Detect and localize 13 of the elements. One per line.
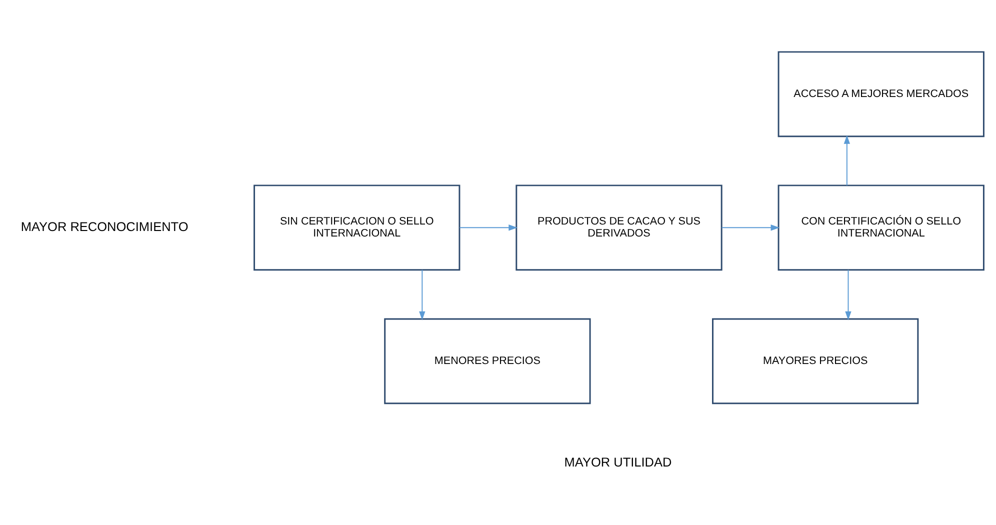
node-box: SIN CERTIFICACION O SELLO INTERNACIONAL: [254, 184, 460, 270]
node-box: PRODUCTOS DE CACAO Y SUS DERIVADOS: [516, 184, 722, 270]
node-box: CON CERTIFICACIÓN O SELLO INTERNACIONAL: [778, 184, 984, 270]
arrow: [721, 224, 780, 230]
node-box: MENORES PRECIOS: [384, 318, 591, 404]
label: MAYOR RECONOCIMIENTO: [20, 218, 188, 234]
node-box: ACCESO A MEJORES MERCADOS: [778, 50, 984, 137]
arrow: [419, 268, 426, 320]
label: MAYOR UTILIDAD: [564, 454, 672, 470]
arrow: [845, 268, 852, 320]
arrow: [459, 224, 518, 230]
arrow: [844, 134, 850, 186]
node-box: MAYORES PRECIOS: [712, 318, 919, 404]
